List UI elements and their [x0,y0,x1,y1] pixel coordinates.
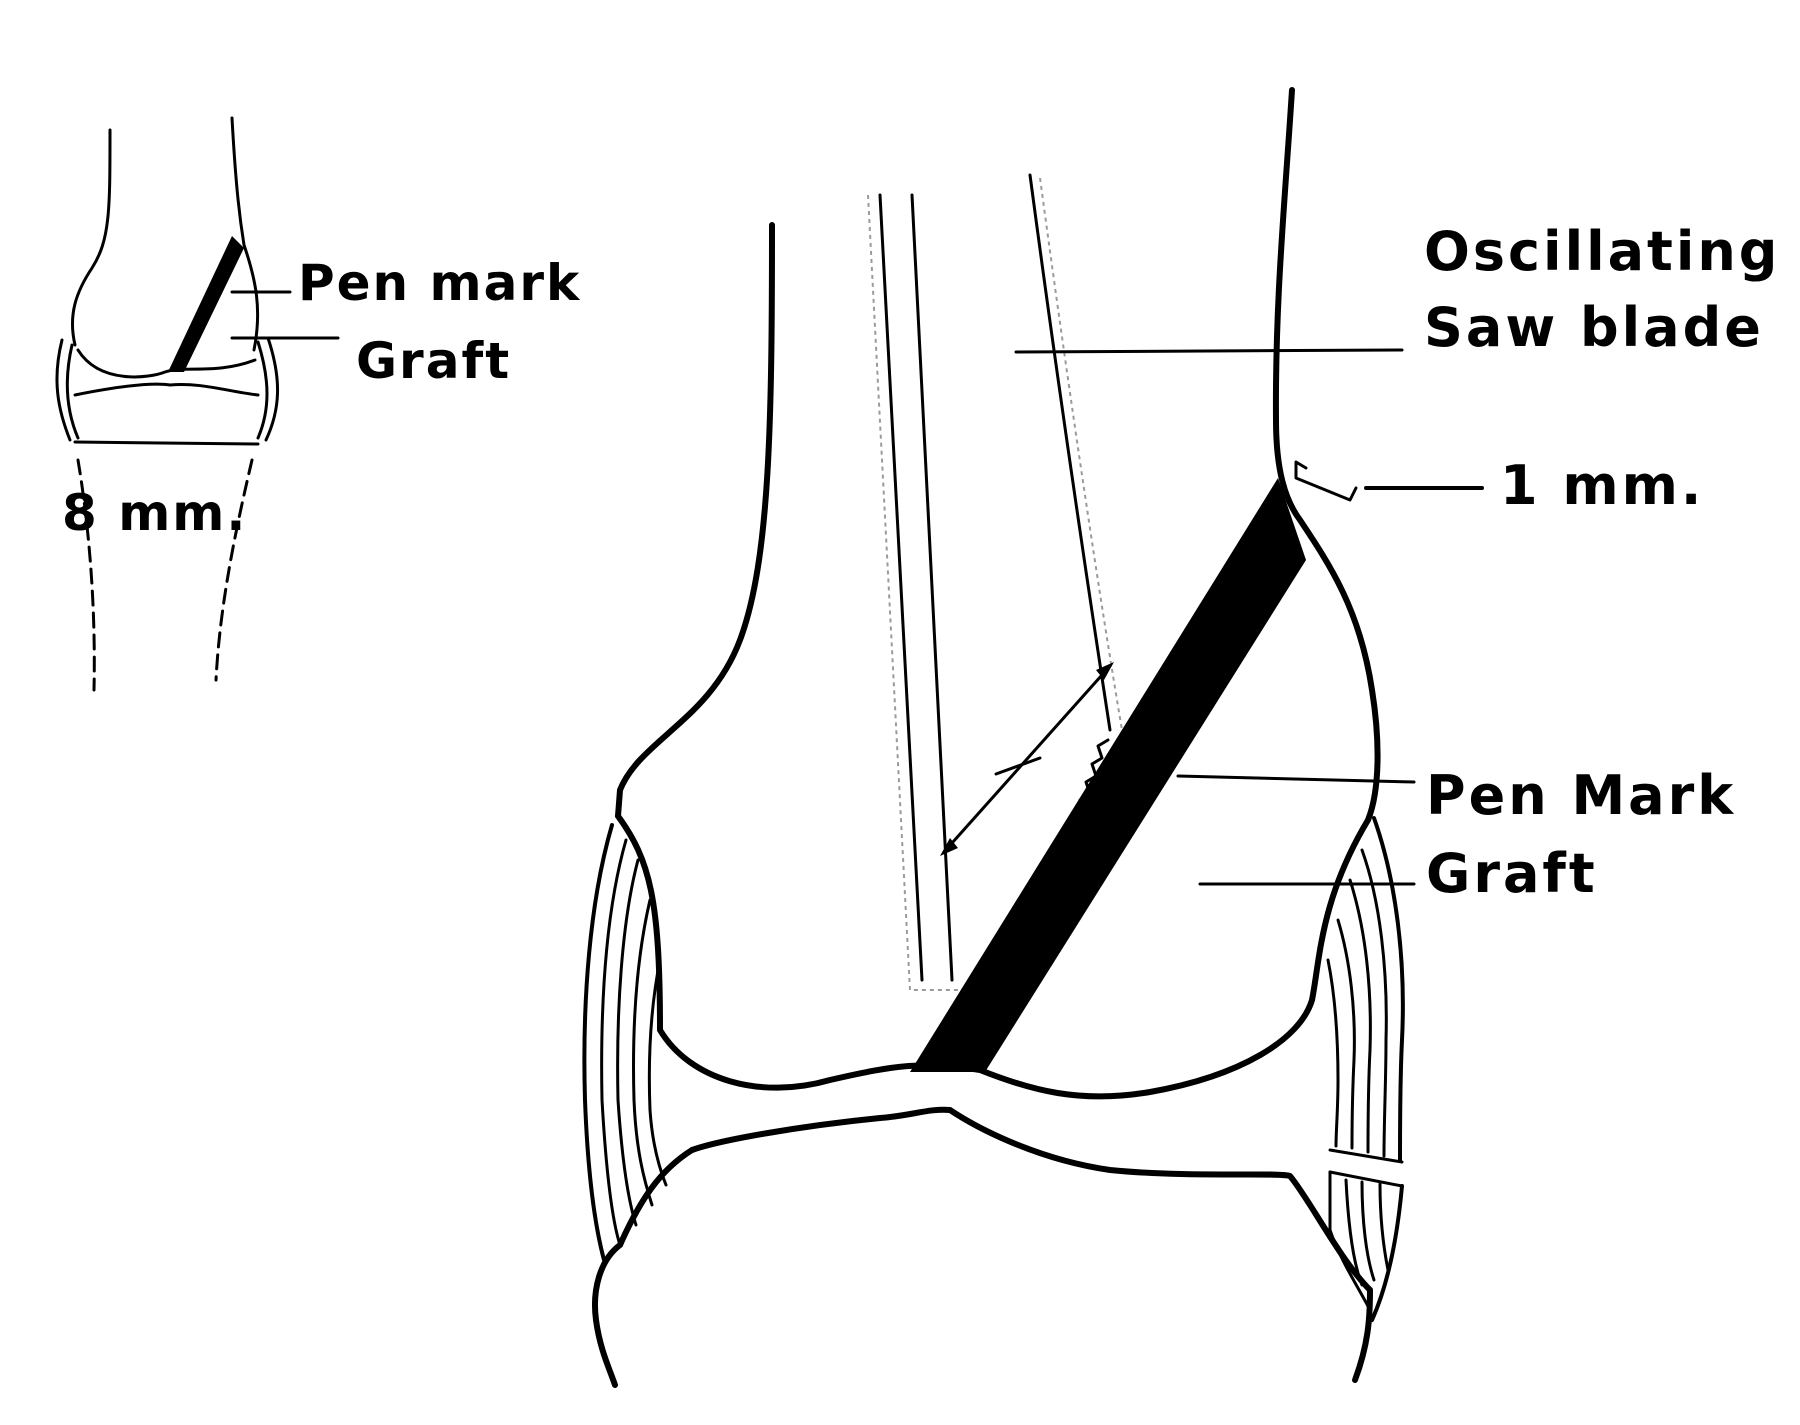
pen-mark [910,478,1306,1072]
gap-width-label: 1 mm. [1500,454,1704,517]
right-collateral-ligament-lower [1328,1170,1404,1322]
saw-blade-label-line2: Saw blade [1424,296,1764,359]
oscillating-saw-blade [867,173,1123,994]
left-collateral-ligament [582,823,668,1262]
gap-bracket [1294,460,1358,502]
inset-tibia-right-outline [214,458,254,682]
inset-tibia-left-outline [76,458,96,692]
inset-femoral-condyles [76,348,257,379]
inset-right-ligament [256,336,280,442]
tibial-plateau [689,1106,1373,1293]
inset-graft-label: Graft [356,332,511,390]
pen-mark-label: Pen Mark [1426,764,1736,827]
inset-pen-mark-label: Pen mark [298,254,581,312]
saw-blade-label-line1: Oscillating [1424,220,1780,283]
right-collateral-ligament-upper [1326,816,1405,1164]
inset-tibial-plateau [73,382,260,397]
tibia-right-side [1352,1287,1373,1383]
inset-knee-drawing [55,116,340,692]
femur-right-outline [1272,87,1381,823]
tibia-left-side [592,1147,695,1388]
inset-femur-left-outline [71,128,112,347]
graft-label: Graft [1426,842,1598,905]
inset-width-label: 8 mm. [62,484,247,542]
femur-left-outline [615,222,775,819]
main-knee-drawing [582,87,1484,1388]
inset-pen-mark [168,236,244,372]
inset-tibia-top [73,440,260,446]
pen-mark-leader [1176,774,1416,784]
saw-blade-leader [1014,348,1404,354]
inset-femur-right-outline [230,116,260,352]
inset-left-ligament [55,338,80,442]
